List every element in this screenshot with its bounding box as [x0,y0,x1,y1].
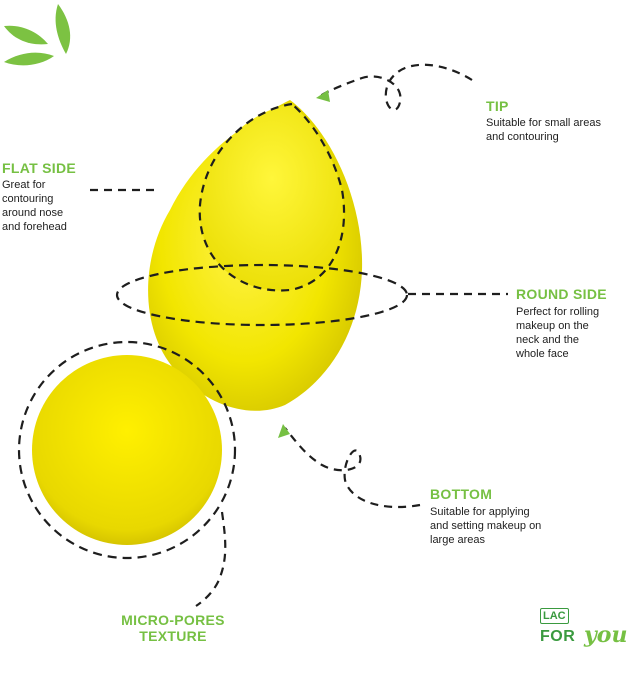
flat-side-title: FLAT SIDE [2,160,76,176]
leaf-decoration-icon [4,4,71,66]
brand-logo: LAC FOR you [540,608,636,672]
round-side-title: ROUND SIDE [516,286,607,302]
round-side-description: Perfect for rolling makeup on the neck a… [516,306,600,360]
brand-for: FOR [540,628,576,645]
tip-title: TIP [486,98,509,114]
brand-you: you [584,622,628,648]
bottom-description: Suitable for applying and setting makeup… [430,506,542,546]
arrow-icon [278,424,290,438]
bottom-title: BOTTOM [430,486,493,502]
round-side-ring [115,263,409,327]
connector-lines [90,63,508,607]
micro-pores-circle [32,355,222,545]
tip-description: Suitable for small areas and contouring [486,117,601,143]
flat-side-description: Great for contouring around nose and for… [2,179,67,233]
sponge-flat-side [199,104,345,291]
brand-lac: LAC [540,608,569,624]
arrow-icon [316,90,330,102]
micro-pores-title: MICRO-PORES TEXTURE [121,612,225,644]
